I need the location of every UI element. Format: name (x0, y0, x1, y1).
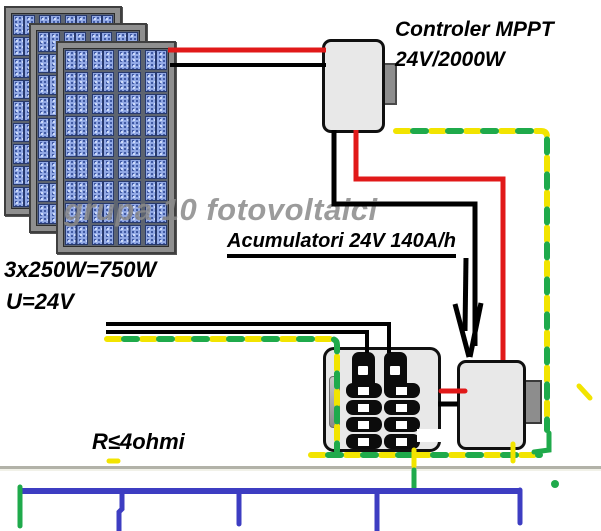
battery-cell-cap (384, 400, 420, 415)
battery-side-bar (329, 376, 340, 428)
watermark-text: grupa 10 fotovoltaici (64, 192, 378, 227)
terminal-pip (390, 366, 400, 375)
battery-cell-cap (346, 434, 382, 449)
pv-cell (65, 159, 88, 180)
pv-cell (144, 115, 167, 136)
battery-cell-cap (346, 417, 382, 432)
dashed-elbow-green (531, 430, 552, 455)
battery-label-arrowhead (467, 302, 484, 358)
bus-drop-2 (116, 489, 125, 531)
cell-pip (396, 404, 407, 412)
pv-cell (38, 96, 60, 117)
pv-cell (118, 115, 141, 136)
green-dot (551, 480, 559, 488)
pv-cell (118, 50, 141, 70)
cell-pip (358, 438, 369, 446)
pv-cell (118, 159, 141, 180)
pv-cell (38, 53, 60, 74)
controller-label-line2: 24V/2000W (395, 47, 505, 71)
controller-label-line1: Controler MPPT (395, 18, 554, 41)
battery-cell-cap (384, 417, 420, 432)
solar-panel-grid (63, 48, 169, 247)
cell-pip (358, 404, 369, 412)
battery-cell-cap (346, 383, 382, 398)
cell-pip (396, 421, 407, 429)
pv-cell (144, 93, 167, 114)
cell-pip (358, 387, 369, 395)
battery-secondary (457, 360, 526, 450)
solar-panel-3 (56, 41, 176, 254)
battery-cell-cap (384, 383, 420, 398)
erased-area (417, 429, 457, 442)
pv-cell (91, 71, 114, 92)
pv-cell (118, 225, 141, 245)
pv-cell (65, 181, 88, 202)
pv-cell (65, 203, 88, 224)
pv-cell (144, 203, 167, 224)
terminal-pip (358, 366, 368, 375)
mppt-controller (322, 39, 385, 133)
pv-cell (38, 182, 60, 203)
array-power-label: 3x250W=750W (4, 257, 157, 282)
pv-cell (65, 225, 88, 245)
battery-label-arrow-shaft (462, 257, 469, 332)
pv-cell (118, 71, 141, 92)
pv-cell (144, 159, 167, 180)
pv-cell (38, 204, 60, 224)
pv-cell (65, 93, 88, 114)
pv-cell (91, 137, 114, 158)
cell-pip (396, 387, 407, 395)
pv-cell (38, 75, 60, 95)
pv-cell (38, 118, 60, 138)
pv-cell (65, 71, 88, 92)
pv-cell (118, 137, 141, 158)
pv-cell (118, 203, 141, 224)
pv-cell (65, 115, 88, 136)
pv-cell (91, 203, 114, 224)
battery-label-arrowhead (452, 303, 472, 358)
load-resistance-label: R≤4ohmi (92, 429, 185, 454)
pv-cell (91, 159, 114, 180)
pv-cell (91, 181, 114, 202)
controller-label: Controler MPPT 24V/2000W (395, 15, 554, 75)
battery-cell-cap (346, 400, 382, 415)
pv-cell (91, 115, 114, 136)
load-bus (17, 484, 523, 531)
array-voltage-label: U=24V (6, 289, 74, 314)
canvas-divider-line (0, 466, 601, 469)
pv-cell (144, 137, 167, 158)
battery-cell-cap (384, 434, 420, 449)
cell-pip (358, 421, 369, 429)
pv-cell (65, 137, 88, 158)
canvas-divider-highlight (0, 469, 601, 471)
pv-cell (91, 50, 114, 70)
pv-cell (38, 32, 60, 52)
pv-cell (118, 93, 141, 114)
pv-cell (144, 225, 167, 245)
stray-dash-yellow (576, 383, 593, 401)
pv-cell (65, 50, 88, 70)
pv-cell (91, 225, 114, 245)
pv-cell (144, 181, 167, 202)
pv-cell (118, 181, 141, 202)
pv-cell (144, 50, 167, 70)
cell-pip (396, 438, 407, 446)
battery-label: Acumulatori 24V 140A/h (227, 230, 456, 258)
pv-cell (144, 71, 167, 92)
pv-cell (91, 93, 114, 114)
